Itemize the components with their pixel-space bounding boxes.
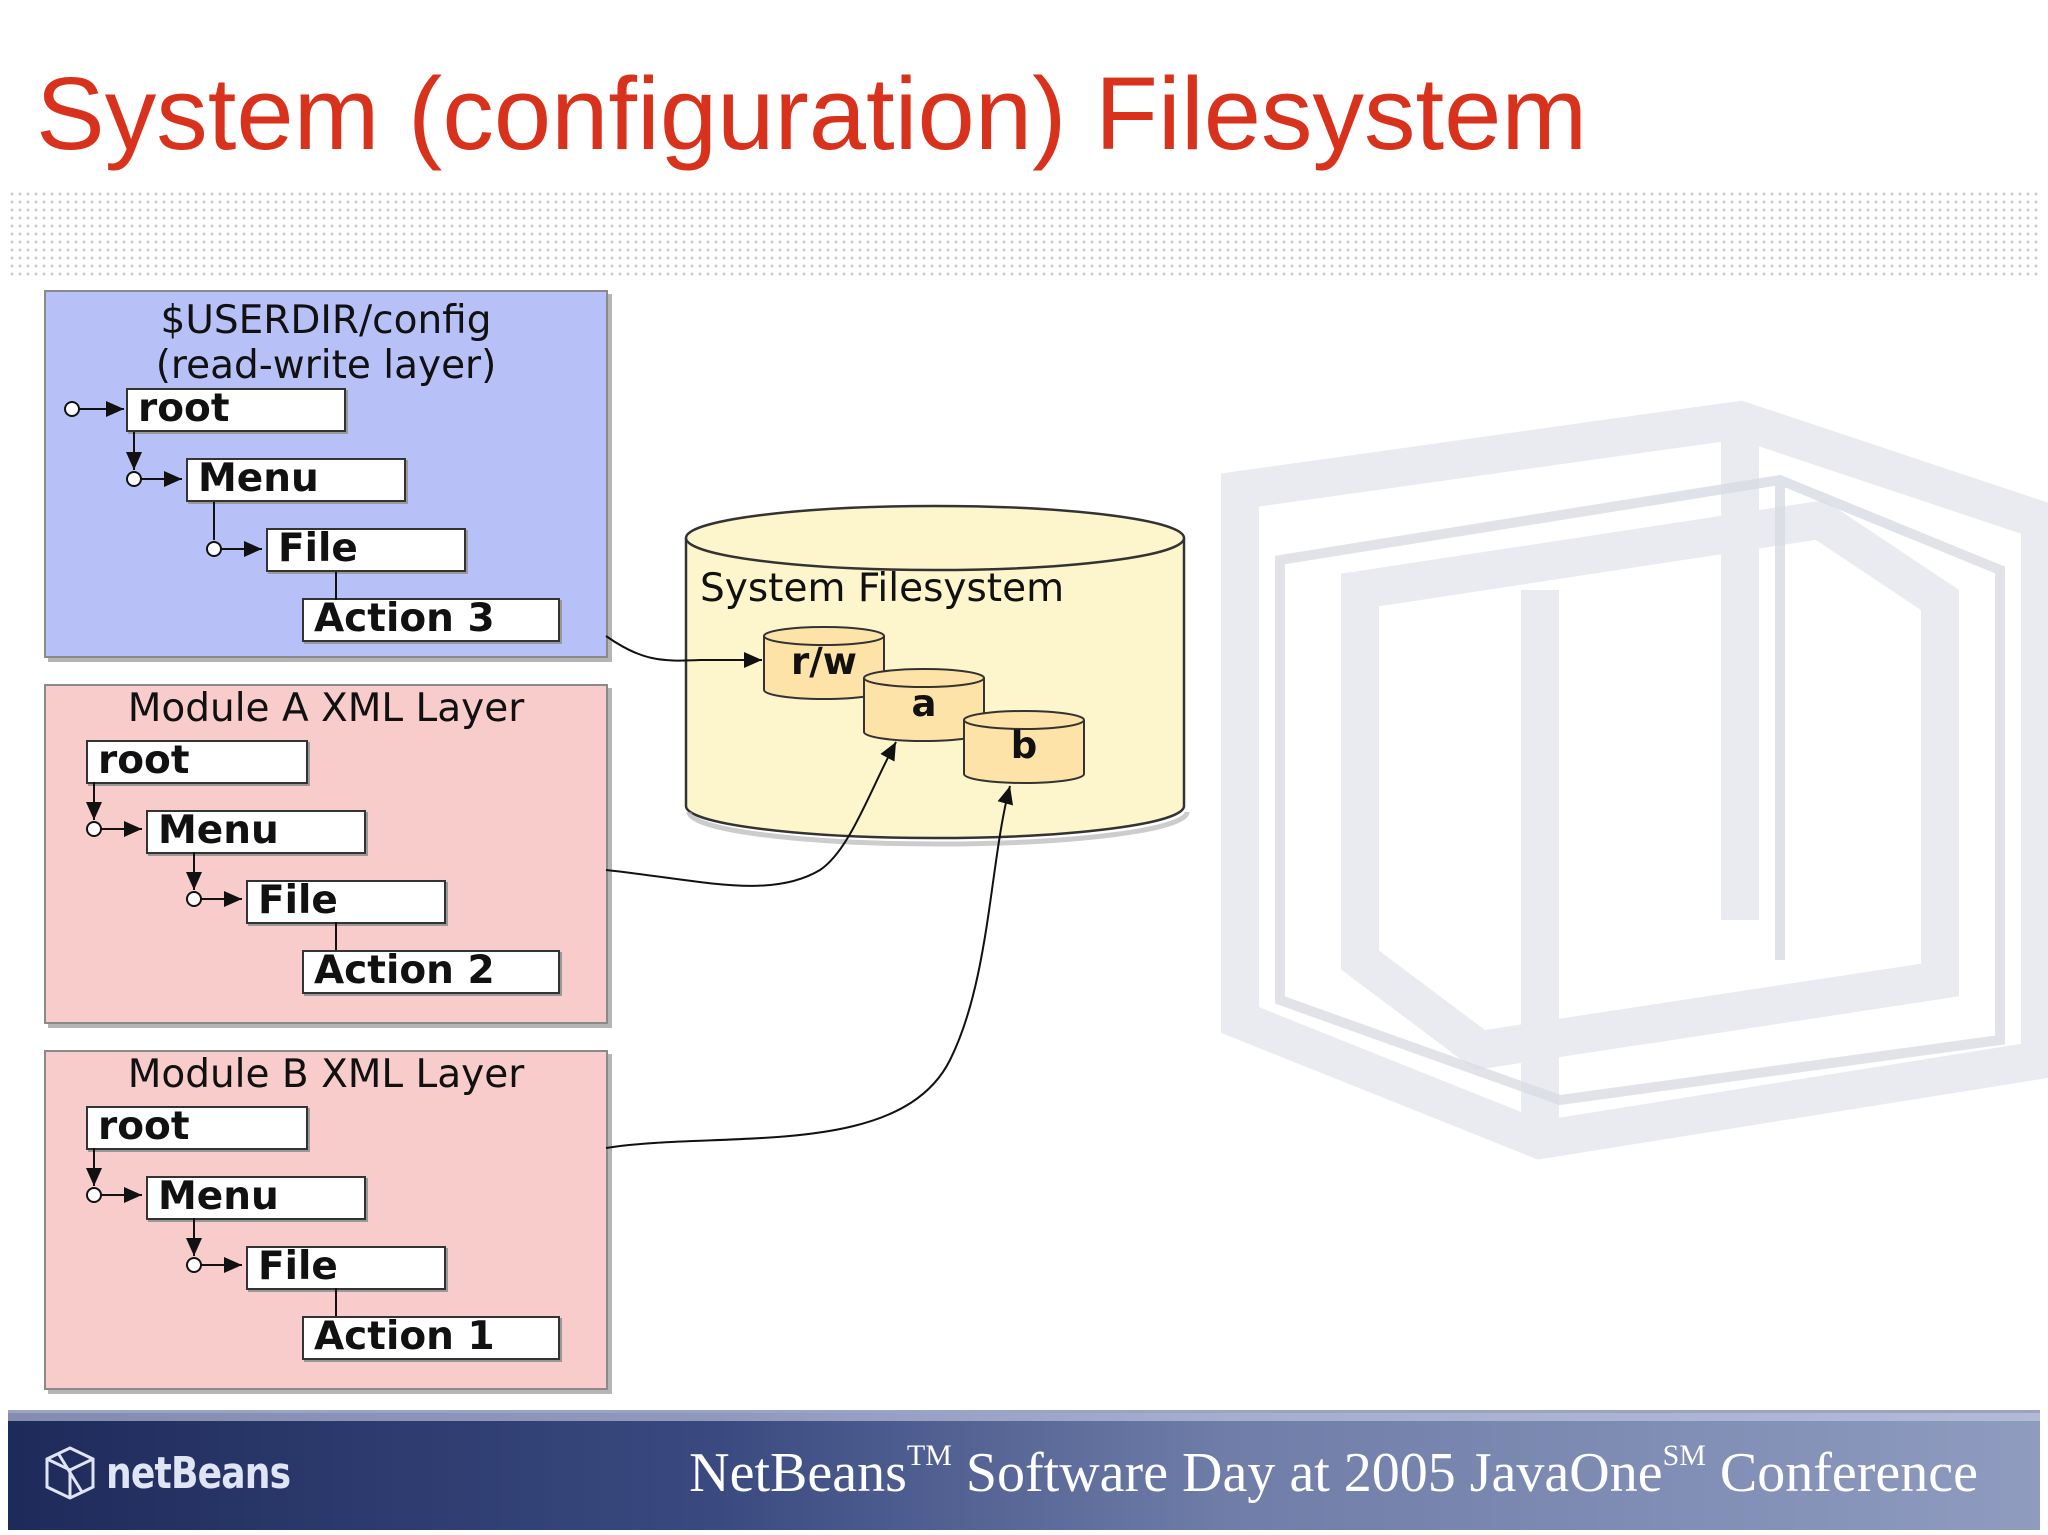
system-filesystem-label: System Filesystem xyxy=(700,566,1065,611)
node-menu: Menu xyxy=(186,458,406,502)
footer-tm: TM xyxy=(906,1439,952,1473)
netbeans-logo: netBeans xyxy=(44,1443,331,1503)
node-root: root xyxy=(86,740,308,784)
node-menu: Menu xyxy=(146,1176,366,1220)
footer-netbeans: NetBeans xyxy=(689,1442,907,1504)
footer-end: Conference xyxy=(1705,1442,1978,1504)
rw-label: r/w xyxy=(791,640,857,683)
node-file: File xyxy=(246,880,446,924)
background-cube-graphic xyxy=(1221,400,2048,1160)
node-action-3: Action 3 xyxy=(302,598,560,642)
slide-title: System (configuration) Filesystem xyxy=(36,56,1588,171)
b-label: b xyxy=(1010,724,1038,767)
node-action-2: Action 2 xyxy=(302,950,560,994)
layer-title-line1: $USERDIR/config xyxy=(160,298,492,343)
logo-text: netBeans xyxy=(106,1447,291,1499)
footer-sm: SM xyxy=(1662,1439,1706,1473)
footer-middle: Software Day at 2005 JavaOne xyxy=(951,1442,1663,1504)
footer-bar: netBeans NetBeansTM Software Day at 2005… xyxy=(8,1410,2040,1530)
dotted-divider xyxy=(8,190,2040,278)
module-b-xml-layer: Module B XML Layer root Menu File Action… xyxy=(44,1050,608,1390)
netbeans-cube-icon xyxy=(45,1446,95,1500)
a-cylinder xyxy=(863,668,985,742)
b-cylinder xyxy=(963,710,1085,784)
module-a-xml-layer: Module A XML Layer root Menu File Action… xyxy=(44,684,608,1024)
node-root: root xyxy=(126,388,346,432)
layer-title: Module B XML Layer xyxy=(127,1052,525,1097)
a-label: a xyxy=(911,682,937,725)
layer-title-line2: (read-write layer) xyxy=(155,343,497,389)
node-file: File xyxy=(266,528,466,572)
layer-title: Module A XML Layer xyxy=(127,686,525,731)
node-root: root xyxy=(86,1106,308,1150)
rw-cylinder xyxy=(763,626,885,700)
node-action-1: Action 1 xyxy=(302,1316,560,1360)
node-file: File xyxy=(246,1246,446,1290)
node-menu: Menu xyxy=(146,810,366,854)
footer-caption: NetBeansTM Software Day at 2005 JavaOneS… xyxy=(689,1439,1978,1505)
